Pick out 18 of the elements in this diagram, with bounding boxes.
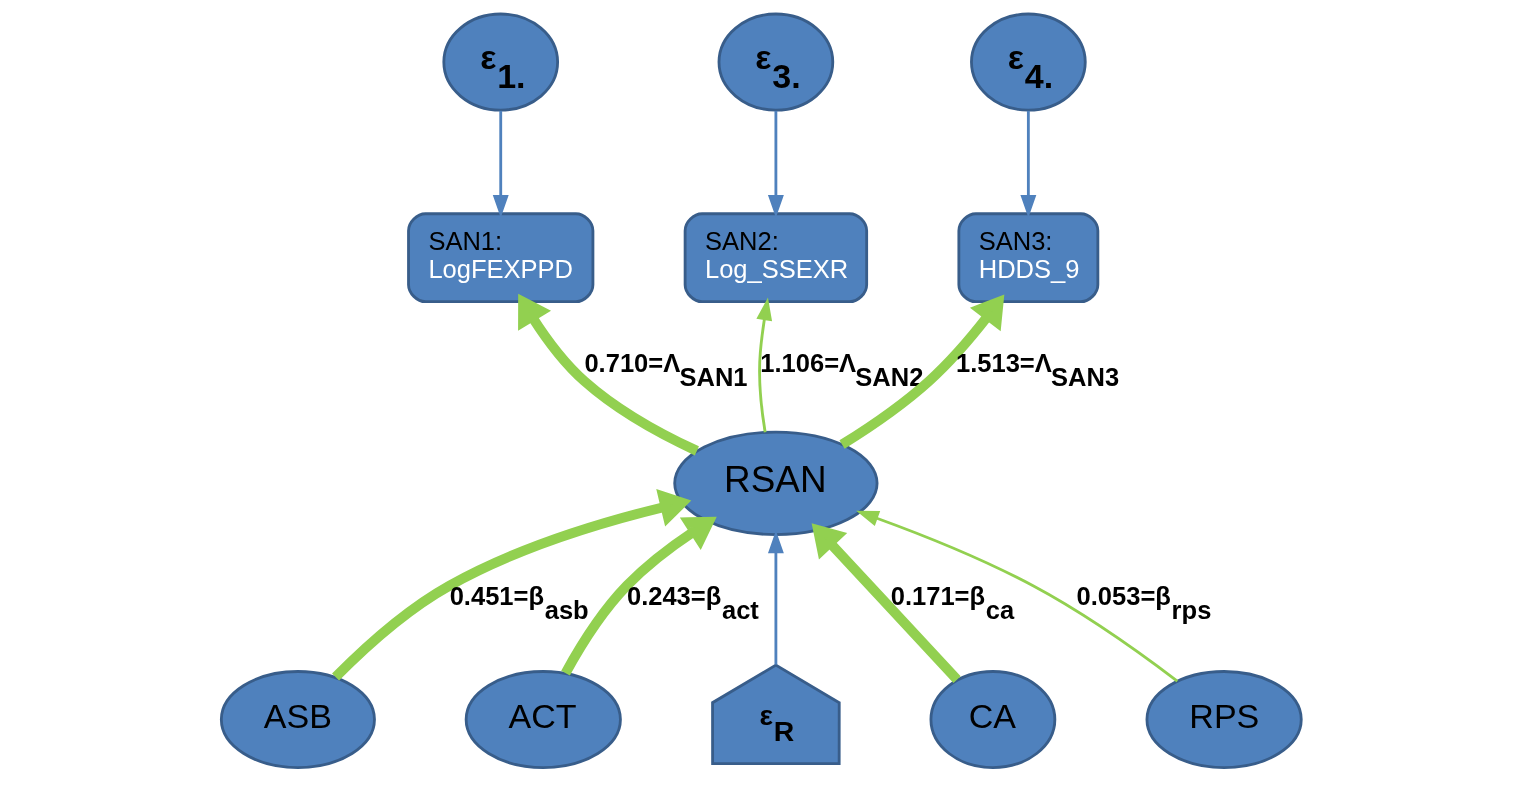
arrow [518, 293, 699, 456]
node-box: SAN2: Log_SSEXR [683, 212, 869, 304]
arrow [811, 523, 961, 683]
node-ellipse: RPS [1145, 670, 1303, 769]
arrow [767, 530, 784, 665]
node-box: SAN3: HDDS_9 [957, 212, 1100, 304]
arrow [756, 297, 773, 433]
node-ellipse: ACT [464, 670, 622, 769]
arrow [561, 516, 717, 676]
arrow [856, 510, 1179, 683]
arrow [839, 294, 1005, 449]
arrow [332, 489, 692, 681]
arrow [492, 110, 509, 218]
node-ellipse: CA [929, 670, 1057, 769]
arrow [767, 110, 784, 218]
node-ellipse: ASB [219, 670, 376, 769]
node-box: SAN1: LogFEXPPD [407, 212, 595, 304]
arrow [1020, 110, 1037, 218]
